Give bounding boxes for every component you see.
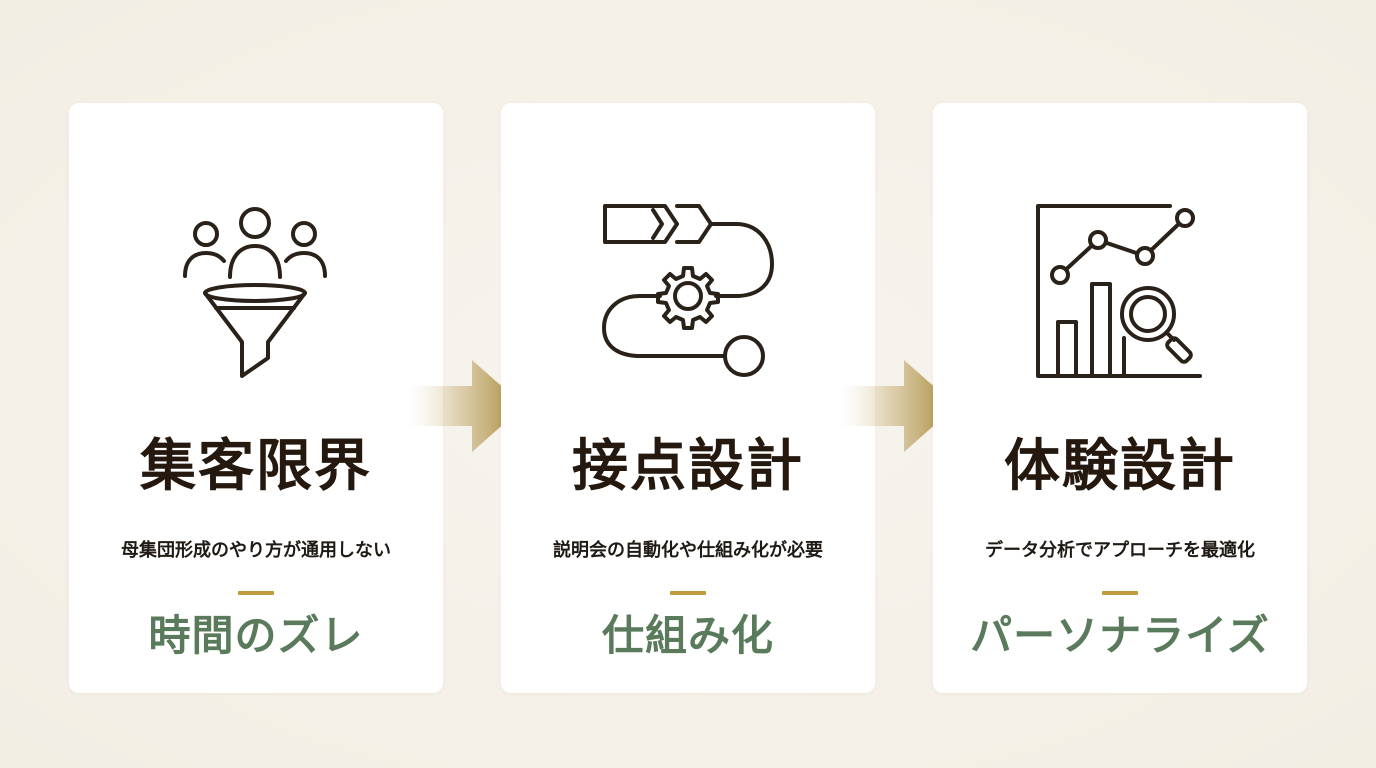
- step-description: 説明会の自動化や仕組み化が必要: [553, 540, 823, 561]
- divider: [670, 591, 706, 595]
- step-description: データ分析でアプローチを最適化: [985, 540, 1255, 561]
- step-title: 接点設計: [572, 433, 804, 499]
- step-keyword: 仕組み化: [601, 611, 774, 660]
- step-title: 体験設計: [1004, 433, 1236, 499]
- step-description: 母集団形成のやり方が通用しない: [121, 540, 391, 561]
- step-keyword: 時間のズレ: [148, 611, 364, 660]
- divider: [238, 591, 274, 595]
- step-keyword: パーソナライズ: [970, 611, 1270, 660]
- analytics-chart-icon: [1020, 198, 1220, 388]
- step-card-1: 集客限界 母集団形成のやり方が通用しない 時間のズレ: [69, 103, 443, 693]
- people-funnel-icon: [156, 198, 356, 388]
- divider: [1102, 591, 1138, 595]
- arrow-right-icon: [406, 358, 528, 454]
- step-title: 集客限界: [140, 433, 372, 499]
- arrow-right-icon: [838, 358, 960, 454]
- step-card-3: 体験設計 データ分析でアプローチを最適化 パーソナライズ: [933, 103, 1307, 693]
- process-gear-icon: [588, 198, 788, 388]
- step-card-2: 接点設計 説明会の自動化や仕組み化が必要 仕組み化: [501, 103, 875, 693]
